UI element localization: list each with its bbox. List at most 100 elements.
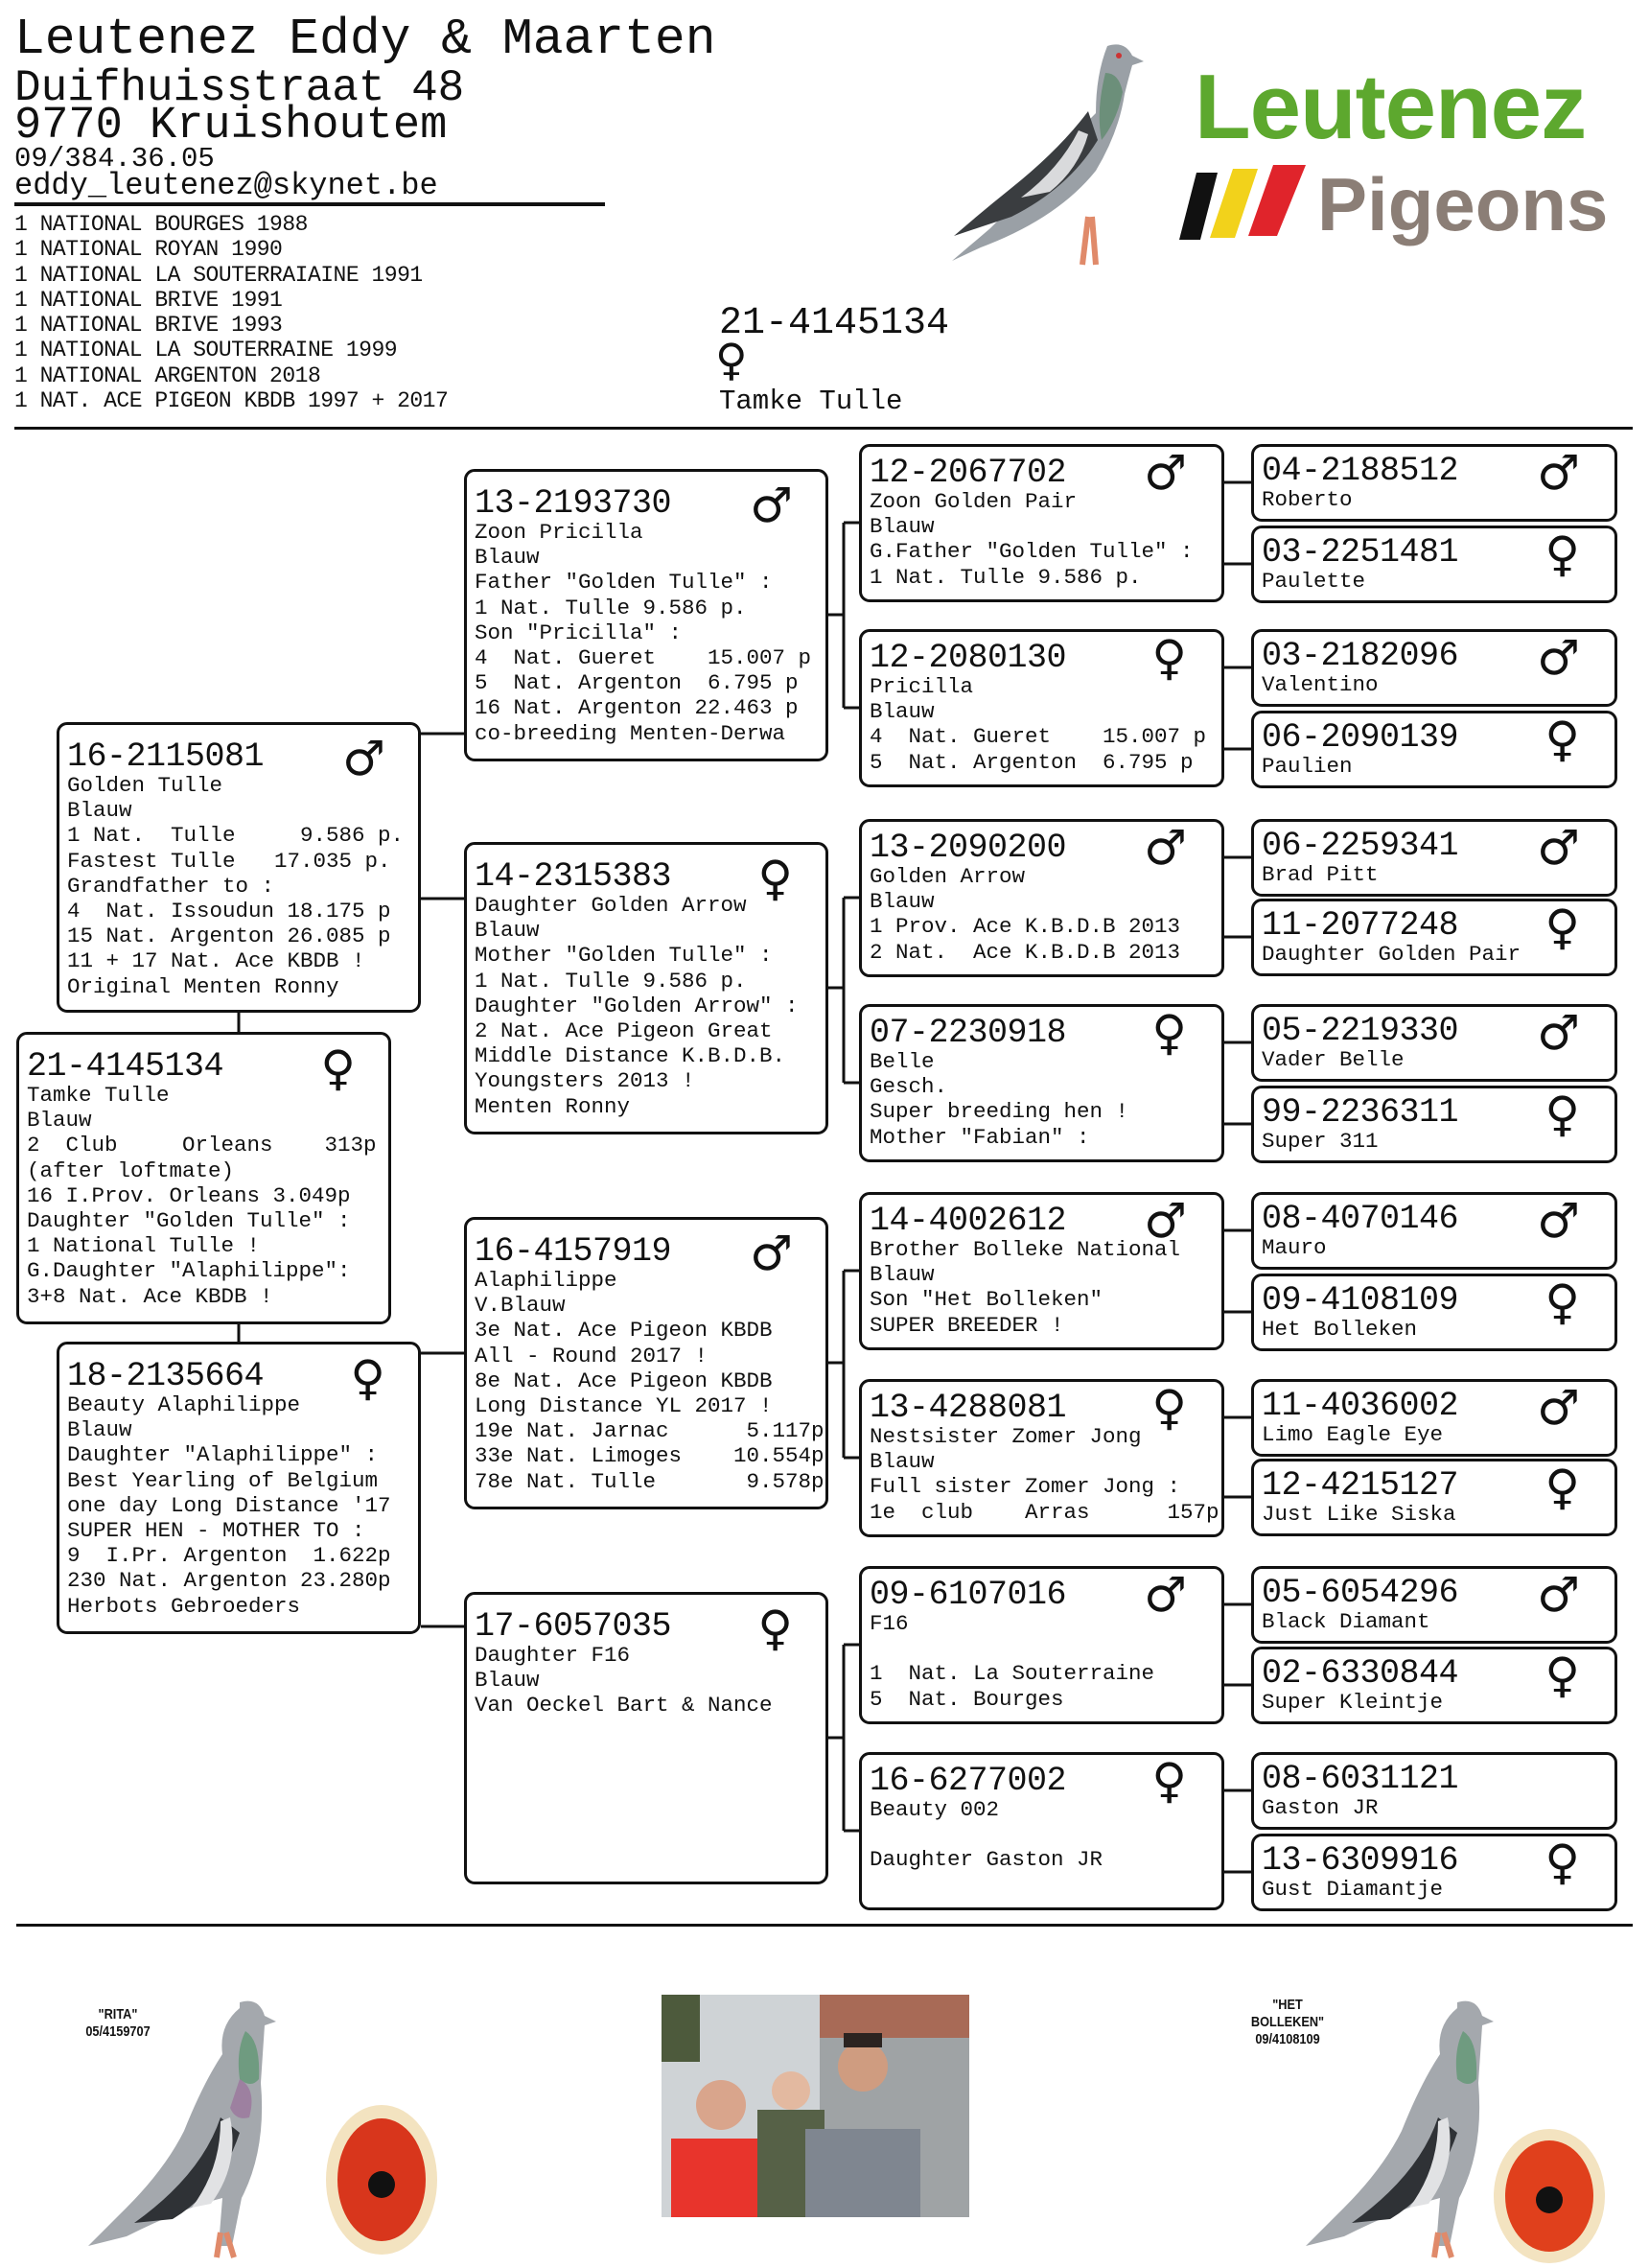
pedigree-box-gen4[interactable]: 02-6330844♀Super Kleintje	[1251, 1647, 1617, 1724]
pedigree-detail-line: Blauw	[870, 1449, 935, 1475]
ring-number: 08-6031121	[1262, 1760, 1459, 1798]
achievement-item: 1 NAT. ACE PIGEON KBDB 1997 + 2017	[14, 388, 449, 414]
pedigree-box-gen4[interactable]: 06-2090139♀Paulien	[1251, 711, 1617, 788]
pedigree-detail-line: Blauw	[870, 514, 935, 540]
ring-number: 09-4108109	[1262, 1281, 1459, 1320]
pigeon-name: Roberto	[1262, 487, 1353, 512]
ring-number: 14-4002612	[870, 1202, 1067, 1240]
pedigree-detail-line: 2 Nat. Ace K.B.D.B 2013	[870, 939, 1181, 965]
pigeon-name: Gust Diamantje	[1262, 1877, 1444, 1902]
male-symbol-icon: ♂	[1144, 1193, 1187, 1249]
pigeon-name: Pricilla	[870, 674, 974, 699]
ring-number: 12-2067702	[870, 454, 1067, 492]
achievement-item: 1 NATIONAL BRIVE 1993	[14, 313, 283, 339]
pedigree-detail-line: Gesch.	[870, 1074, 948, 1100]
pedigree-detail-line: 1 Nat. Tulle 9.586 p.	[870, 564, 1142, 590]
pigeon-name: F16	[870, 1611, 909, 1636]
pedigree-box-gen4[interactable]: 05-2219330♂Vader Belle	[1251, 1004, 1617, 1082]
female-symbol-icon: ♀	[1544, 1274, 1580, 1330]
pedigree-box-gen4[interactable]: 03-2251481♀Paulette	[1251, 526, 1617, 603]
ring-number: 13-2090200	[870, 829, 1067, 867]
pigeon-name: Alaphilippe	[475, 1268, 617, 1293]
pigeon-name: Vader Belle	[1262, 1047, 1405, 1072]
pedigree-box-gen4[interactable]: 08-4070146♂Mauro	[1251, 1192, 1617, 1270]
pedigree-detail-line: 1 Nat. Tulle 9.586 p.	[475, 595, 747, 620]
pedigree-detail-line: Blauw	[475, 918, 540, 944]
pedigree-detail-line: 3+8 Nat. Ace KBDB !	[27, 1283, 273, 1309]
pedigree-box-gen4[interactable]: 13-6309916♀Gust Diamantje	[1251, 1834, 1617, 1911]
female-symbol-icon: ♀	[1544, 1087, 1580, 1142]
pigeon-name: Brother Bolleke National	[870, 1237, 1181, 1262]
pigeon-name: Het Bolleken	[1262, 1317, 1418, 1342]
subject-ring-number: 21-4145134	[719, 302, 950, 345]
pigeon-het-bolleken-image	[1306, 2000, 1605, 2263]
pigeon-name: Brad Pitt	[1262, 862, 1379, 887]
pedigree-detail-line: Menten Ronny	[475, 1093, 631, 1119]
header-divider	[14, 202, 605, 206]
pedigree-detail-line: 1 National Tulle !	[27, 1233, 261, 1259]
pedigree-detail-line: 1 Prov. Ace K.B.D.B 2013	[870, 914, 1181, 940]
pedigree-detail-line: Son "Het Bolleken"	[870, 1287, 1103, 1313]
email-address[interactable]: eddy_leutenez@skynet.be	[14, 168, 438, 203]
pedigree-detail-line: 5 Nat. Argenton 6.795 p	[475, 670, 799, 696]
pedigree-detail-line	[870, 1636, 1214, 1661]
pedigree-detail-line: 16 I.Prov. Orleans 3.049p	[27, 1182, 351, 1208]
female-symbol-icon: ♀	[1544, 1460, 1580, 1515]
pedigree-box-gen4[interactable]: 06-2259341♂Brad Pitt	[1251, 819, 1617, 897]
achievement-item: 1 NATIONAL BRIVE 1991	[14, 287, 283, 313]
ring-number: 16-2115081	[67, 737, 265, 776]
top-divider	[14, 427, 1633, 430]
pedigree-box-gen4[interactable]: 03-2182096♂Valentino	[1251, 629, 1617, 707]
pedigree-detail-line: Blauw	[67, 1417, 132, 1443]
achievements-list: 1 NATIONAL BOURGES 1988 1 NATIONAL ROYAN…	[14, 212, 449, 414]
pedigree-detail-line: 19e Nat. Jarnac 5.117p	[475, 1418, 824, 1444]
address-city: 9770 Kruishoutem	[14, 101, 448, 152]
ring-number: 06-2090139	[1262, 718, 1459, 757]
pigeon-name: Paulien	[1262, 754, 1353, 779]
pedigree-box-gen4[interactable]: 11-2077248♀Daughter Golden Pair	[1251, 899, 1617, 976]
ring-number: 13-2193730	[475, 484, 672, 523]
pedigree-box-gen4[interactable]: 04-2188512♂Roberto	[1251, 444, 1617, 522]
female-symbol-icon: ♀	[350, 1350, 385, 1406]
ring-number: 07-2230918	[870, 1014, 1067, 1052]
male-symbol-icon: ♂	[1537, 1380, 1580, 1436]
pedigree-box-gen4[interactable]: 12-4215127♀Just Like Siska	[1251, 1459, 1617, 1536]
logo-pigeon-icon	[952, 44, 1144, 266]
pedigree-box-gen4[interactable]: 11-4036002♂Limo Eagle Eye	[1251, 1379, 1617, 1457]
pedigree-detail-line: Grandfather to :	[67, 873, 275, 899]
phone-number: 09/384.36.05	[14, 143, 215, 175]
ring-number: 03-2251481	[1262, 533, 1459, 572]
achievement-item: 1 NATIONAL ARGENTON 2018	[14, 362, 321, 388]
pigeon-name: Daughter Golden Arrow	[475, 893, 747, 918]
achievement-item: 1 NATIONAL ROYAN 1990	[14, 237, 283, 263]
pedigree-detail-line: 4 Nat. Issoudun 18.175 p	[67, 899, 391, 924]
pedigree-detail-line: 5 Nat. Argenton 6.795 p	[870, 749, 1194, 775]
pedigree-detail-line: 2 Club Orleans 313p	[27, 1133, 377, 1158]
pedigree-detail-line: Youngsters 2013 !	[475, 1068, 695, 1094]
pedigree-detail-line: Blauw	[870, 889, 935, 915]
ring-number: 04-2188512	[1262, 452, 1459, 490]
pedigree-detail-line: Daughter "Alaphilippe" :	[67, 1442, 379, 1468]
female-symbol-icon: ♀	[1544, 526, 1580, 582]
ring-number: 12-4215127	[1262, 1466, 1459, 1505]
pedigree-box-gen4[interactable]: 05-6054296♂Black Diamant	[1251, 1566, 1617, 1644]
pedigree-box-gen4[interactable]: 99-2236311♀Super 311	[1251, 1086, 1617, 1163]
pedigree-detail-line: Long Distance YL 2017 !	[475, 1393, 773, 1419]
pedigree-box-gen4[interactable]: 09-4108109 ♀ Het Bolleken	[1251, 1274, 1617, 1351]
